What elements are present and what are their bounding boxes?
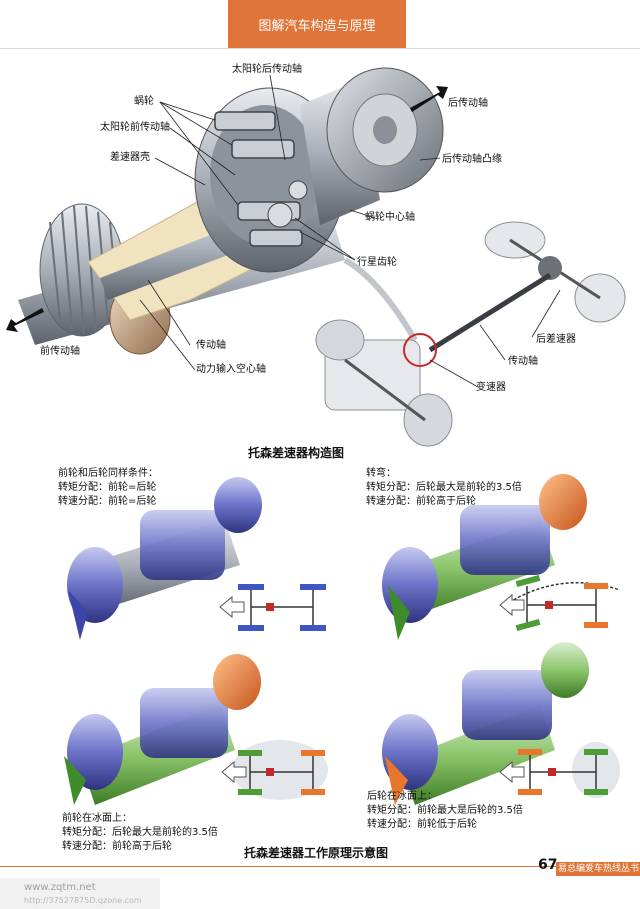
label-worm-center: 蜗轮中心轴 xyxy=(365,212,415,223)
label-front-shaft: 前传动轴 xyxy=(40,346,80,357)
watermark-site: www.zqtm.net xyxy=(24,882,96,893)
panel-tl-text: 前轮和后轮同样条件：转矩分配：前轮=后轮转速分配：前轮=后轮 xyxy=(58,468,158,507)
panel-tr-diagram xyxy=(382,474,621,640)
label-diff-case: 差速器壳 xyxy=(110,152,150,163)
watermark-url: http://37527875D.qzone.com xyxy=(24,896,142,905)
leader-lines xyxy=(139,74,441,371)
label-worm: 蜗轮 xyxy=(134,96,154,107)
label-rear-flange: 后传动轴凸缘 xyxy=(442,154,502,165)
label-transmission: 变速器 xyxy=(476,382,506,393)
panel-tl-diagram xyxy=(67,477,326,640)
figure-caption-principle: 托森差速器工作原理示意图 xyxy=(244,846,389,860)
panel-bl-diagram xyxy=(64,654,328,805)
label-drive-shaft-2: 传动轴 xyxy=(508,356,538,367)
panel-tr-text: 转弯：转矩分配：后轮最大是前轮的3.5倍转速分配：前轮高于后轮 xyxy=(366,468,522,507)
footer-rule xyxy=(0,866,640,867)
header-rule xyxy=(0,48,640,49)
label-rear-diff: 后差速器 xyxy=(536,334,576,345)
page-number: 67 xyxy=(538,857,558,873)
label-planet: 行星齿轮 xyxy=(357,257,397,268)
panel-bl-text: 前轮在冰面上：转矩分配：后轮最大是前轮的3.5倍转速分配：前轮高于后轮 xyxy=(62,813,218,852)
series-title: 易总编爱车热线丛书 xyxy=(556,862,640,876)
watermark-box xyxy=(0,878,160,909)
label-drive-shaft: 传动轴 xyxy=(196,340,226,351)
label-hollow-input: 动力输入空心轴 xyxy=(196,364,266,375)
panel-br-diagram xyxy=(382,642,620,805)
figure-caption-structure: 托森差速器构造图 xyxy=(248,446,345,460)
label-sun-rear: 太阳轮后传动轴 xyxy=(232,64,302,75)
chapter-header: 图解汽车构造与原理 xyxy=(228,0,406,49)
label-sun-front: 太阳轮前传动轴 xyxy=(100,122,170,133)
differential-cutaway xyxy=(6,67,448,355)
label-rear-shaft: 后传动轴 xyxy=(448,98,488,109)
chassis-illustration xyxy=(315,221,626,447)
panel-br-text: 后轮在冰面上：转矩分配：前轮最大是后轮的3.5倍转速分配：前轮低于后轮 xyxy=(367,791,523,830)
